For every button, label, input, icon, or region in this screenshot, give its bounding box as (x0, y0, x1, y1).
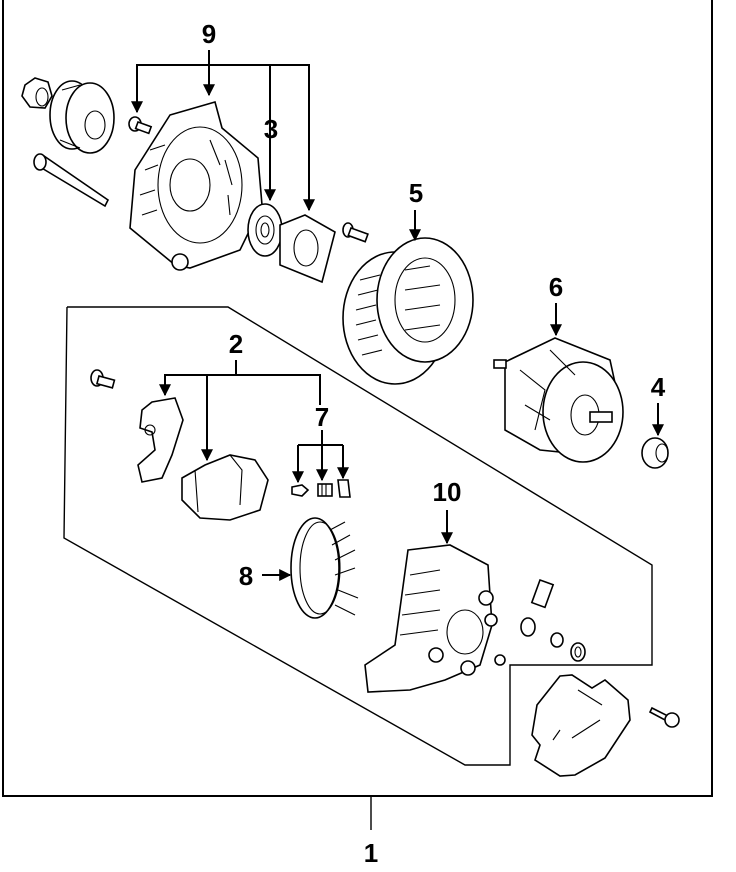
pulley (49, 80, 115, 154)
through-bolt (33, 153, 110, 208)
callout-6: 6 (549, 272, 563, 302)
callout-9: 9 (202, 19, 216, 49)
callout-1: 1 (364, 838, 378, 868)
terminal-stud (520, 578, 555, 637)
callout-7: 7 (315, 402, 329, 432)
clip (337, 479, 351, 498)
rectifier-bracket (137, 397, 184, 483)
callout-2: 2 (229, 329, 243, 359)
terminal-nut (550, 632, 564, 648)
terminal-washer (570, 642, 586, 662)
bolt-left (90, 369, 116, 389)
pulley-nut (21, 77, 53, 109)
callout-10: 10 (433, 477, 462, 507)
rotor-bearing (641, 437, 669, 469)
rotor (493, 337, 624, 463)
callout-5: 5 (409, 178, 423, 208)
brush-holder (181, 454, 269, 521)
small-bolt-top (128, 116, 153, 135)
spring (317, 483, 333, 497)
cover-screw (648, 706, 680, 728)
callout-3: 3 (264, 114, 278, 144)
stator (342, 237, 474, 385)
bearing-retainer-plate (279, 214, 336, 284)
assembly-frame (2, 0, 713, 797)
rear-housing (364, 544, 506, 693)
drive-end-housing (129, 101, 263, 271)
callout-4: 4 (651, 372, 666, 402)
callout-8: 8 (239, 561, 253, 591)
bearing (247, 203, 283, 257)
rectifier (290, 517, 359, 619)
rear-cover (531, 674, 631, 777)
leader-lines (131, 50, 664, 830)
brush (291, 484, 310, 497)
retainer-screw (342, 222, 369, 243)
subassembly-boundary (63, 306, 653, 766)
